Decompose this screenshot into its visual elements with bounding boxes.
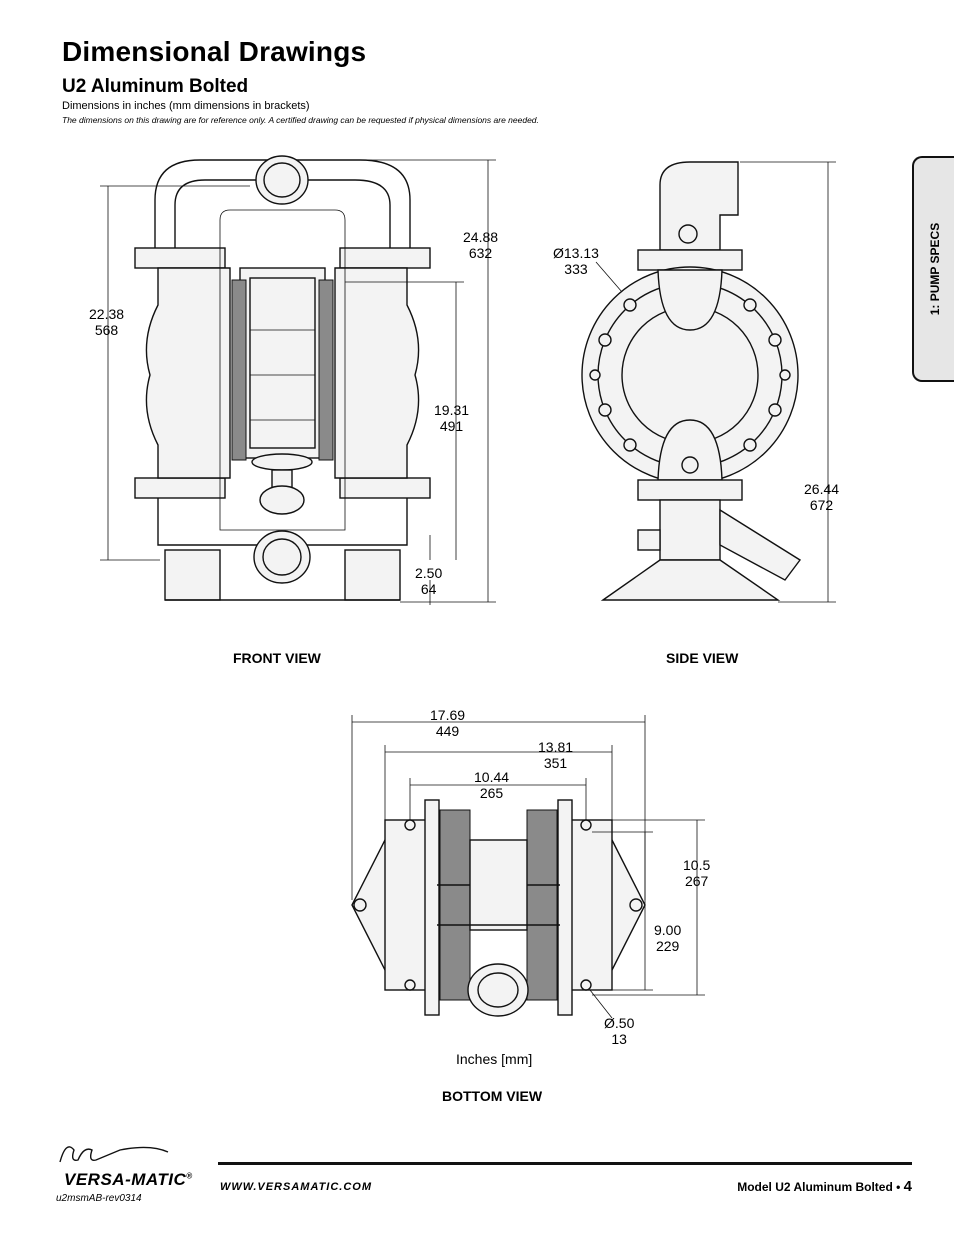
footer-model-page: Model U2 Aluminum Bolted • 4	[737, 1178, 912, 1195]
units-note: Dimensions in inches (mm dimensions in b…	[62, 100, 310, 112]
front-view-label: FRONT VIEW	[233, 650, 321, 666]
registered-mark: ®	[186, 1171, 193, 1181]
page-title: Dimensional Drawings	[62, 36, 367, 67]
side-view-drawing	[581, 161, 836, 603]
model-name: Model U2 Aluminum Bolted •	[737, 1180, 901, 1194]
versa-matic-logo: VERSA-MATIC®	[64, 1170, 193, 1190]
side-view-label: SIDE VIEW	[666, 650, 739, 666]
bottom-view-drawing	[351, 715, 705, 1019]
front-view-drawing	[100, 155, 496, 605]
website-link[interactable]: WWW.VERSAMATIC.COM	[220, 1181, 373, 1193]
section-tab[interactable]: 1: PUMP SPECS	[912, 156, 954, 382]
logo-text: VERSA-MATIC	[64, 1170, 187, 1189]
document-id: u2msmAB-rev0314	[56, 1193, 142, 1204]
bottom-view-label: BOTTOM VIEW	[442, 1088, 543, 1104]
footer-divider	[218, 1162, 912, 1165]
reference-disclaimer: The dimensions on this drawing are for r…	[62, 115, 539, 125]
versa-matic-logo-mark	[59, 1146, 169, 1163]
bottom-view-units-note: Inches [mm]	[456, 1051, 533, 1067]
page-number: 4	[903, 1178, 912, 1195]
page-subtitle: U2 Aluminum Bolted	[62, 76, 249, 97]
